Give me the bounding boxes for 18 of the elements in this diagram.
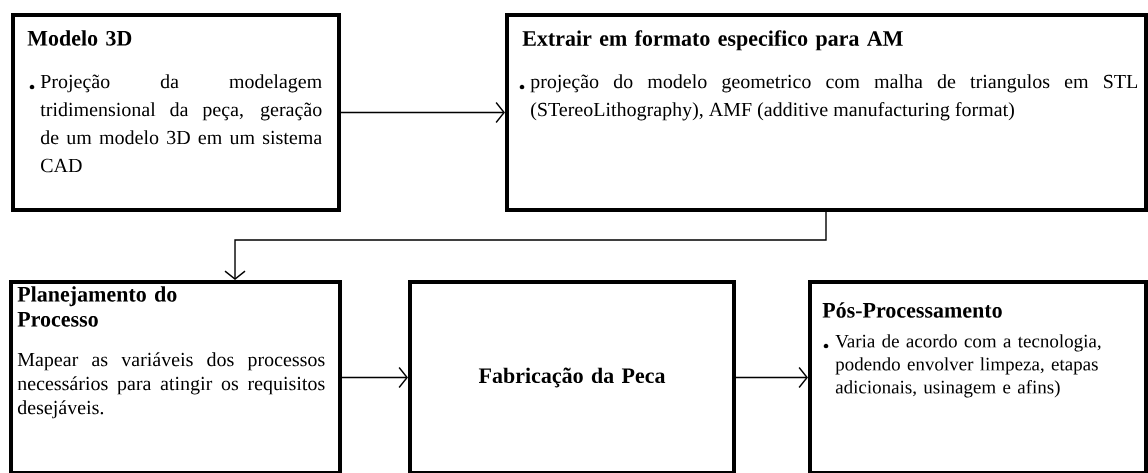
box-text: Mapear as variáveis dos processos necessários para atingir os requisitos desejáveis. [17,352,325,419]
process-box [408,280,736,473]
process-box [11,13,341,212]
process-box [808,280,1148,473]
box-heading: Pós-Processamento [822,302,1002,318]
box-heading: Extrair em formato especifico para AM [522,30,903,51]
box-heading: Planejamento do Processo [17,286,177,327]
box-heading: Modelo 3D [27,30,132,46]
process-box [505,13,1148,212]
box-text: Varia de acordo com a tecnologia, podendo envolver limpeza, etapas adicionais, usinagem e afins) [823,334,1101,398]
process-box [9,280,342,473]
box-text: Projeção da modelagem tridimensional da peça, geração de um modelo 3D em um sistema CAD [29,74,322,173]
arrow [735,366,808,389]
arrow [341,366,408,389]
box-heading: Fabricação da Peca [478,367,666,388]
arrow [340,101,505,124]
arrow [224,211,827,280]
box-text: projeção do modelo geometrico com malha de triangulos em STL (STereoLithography), AMF (additive manufacturing format) [519,74,1138,121]
